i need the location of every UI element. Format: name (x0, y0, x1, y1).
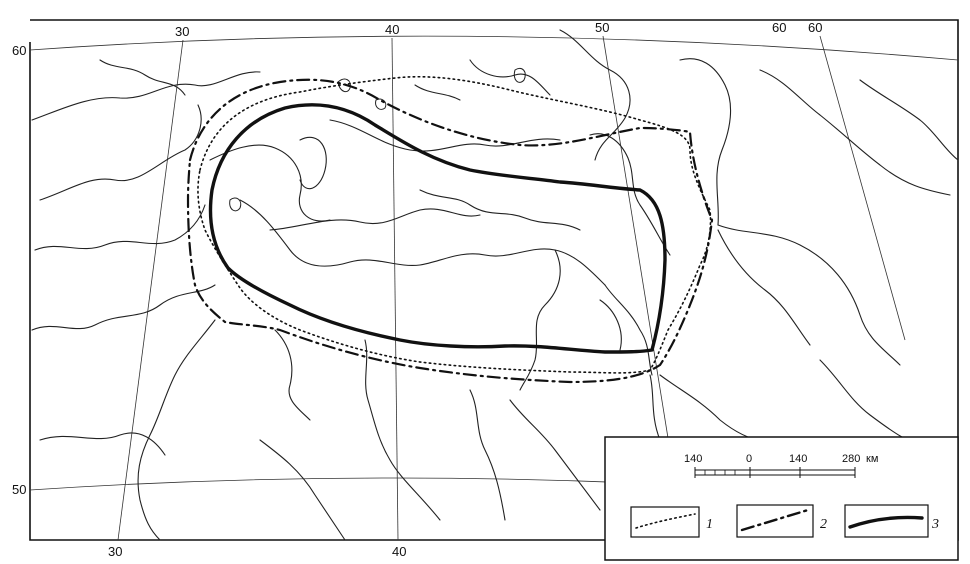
river (859, 79, 959, 161)
range-boundary-2 (186, 78, 714, 384)
river (419, 189, 581, 231)
meridian-30 (117, 39, 184, 541)
river (239, 199, 421, 267)
river (259, 439, 346, 541)
river (39, 104, 202, 201)
lon-label-top-40: 40 (385, 22, 399, 37)
river (99, 59, 186, 96)
scale-tick-label: 140 (684, 453, 702, 465)
lakes (229, 67, 526, 212)
river (31, 71, 261, 121)
river (269, 208, 481, 231)
river (364, 339, 441, 521)
lake (229, 197, 242, 212)
river (469, 389, 506, 521)
river (679, 58, 732, 226)
river (329, 119, 561, 152)
river (717, 229, 811, 346)
river (759, 69, 951, 196)
lat-label-60: 60 (12, 43, 26, 58)
lon-label-top-30: 30 (175, 24, 189, 39)
river (519, 249, 561, 391)
parallel-60 (29, 35, 959, 61)
river (649, 374, 661, 441)
scale-tick-label: 140 (789, 453, 807, 465)
river (414, 84, 461, 101)
lon-label-top-60b: 60 (808, 20, 822, 35)
scale-tick-label: 0 (746, 453, 752, 465)
legend-swatch-3 (844, 504, 929, 538)
legend-number-2: 2 (820, 517, 827, 532)
legend-box (604, 436, 959, 561)
river (137, 319, 216, 541)
river (599, 299, 622, 351)
scale-tick-label: 280 (842, 453, 860, 465)
lake (513, 67, 526, 83)
river (659, 374, 781, 442)
river (39, 432, 166, 456)
scale-bar: 140 0 140 280 км (684, 453, 878, 478)
range-boundary-1 (197, 75, 712, 374)
legend-line-dotted (635, 513, 696, 529)
lat-label-50: 50 (12, 482, 26, 497)
river (274, 329, 311, 421)
river (717, 224, 901, 366)
meridian-40 (391, 37, 399, 541)
legend-swatch-2 (736, 504, 814, 538)
lake (375, 98, 387, 110)
lon-label-top-50: 50 (595, 20, 609, 35)
meridian-60 (819, 35, 906, 341)
legend-line-solid (848, 515, 924, 529)
legend: 140 0 140 280 км 1 2 3 (604, 436, 959, 561)
river (469, 59, 551, 96)
lon-label-bottom-30: 30 (108, 544, 122, 559)
river (419, 248, 606, 286)
river (31, 284, 216, 331)
river (604, 284, 653, 376)
river (509, 399, 601, 511)
river (209, 144, 331, 222)
lon-label-top-60a: 60 (772, 20, 786, 35)
lake (337, 78, 351, 93)
legend-number-3: 3 (931, 517, 939, 532)
lon-label-bottom-40: 40 (392, 544, 406, 559)
range-boundary-3 (208, 103, 667, 354)
river (559, 29, 631, 161)
river-network (31, 29, 959, 541)
scale-unit: км (866, 453, 878, 465)
river (299, 136, 327, 190)
river (34, 204, 206, 251)
river (589, 133, 671, 256)
legend-line-dash-dot (740, 508, 810, 532)
legend-number-1: 1 (706, 517, 713, 532)
meridian-50 (602, 35, 669, 439)
legend-swatch-1 (630, 506, 700, 538)
